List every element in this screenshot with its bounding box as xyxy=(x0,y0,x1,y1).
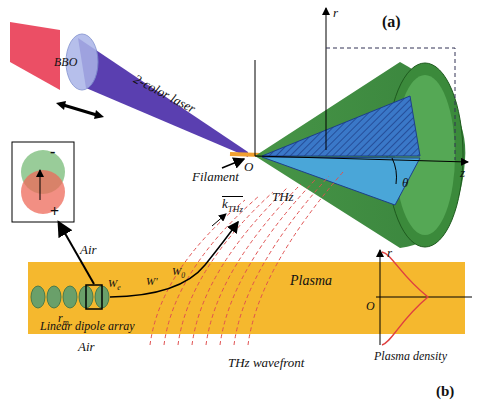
text-label: O xyxy=(244,160,253,173)
text-label: W0 xyxy=(172,266,185,280)
node-text: Plasma xyxy=(290,274,332,288)
text-label: (b) xyxy=(436,384,454,399)
text-label: THz wavefront xyxy=(228,356,304,369)
node-text: Linear dipole array xyxy=(40,320,135,332)
text-label: W' xyxy=(146,276,158,287)
text-label: BBO xyxy=(54,56,77,68)
plasma-band: Linear dipole array Plasma xyxy=(28,262,465,334)
text-label: THz xyxy=(272,190,294,203)
text-label: Filament xyxy=(192,170,239,183)
text-label: r xyxy=(333,6,338,19)
text-label: O xyxy=(366,300,375,312)
node-text: - xyxy=(50,144,55,160)
text-label: kTHz xyxy=(222,196,243,214)
text-label: Plasma density xyxy=(374,350,447,362)
text-label: We xyxy=(108,278,121,292)
text-label: Air xyxy=(80,243,97,256)
text-label: (a) xyxy=(382,14,401,30)
node-text: + xyxy=(50,204,59,220)
dipole-inset: -+rm xyxy=(12,142,74,222)
text-label: Air xyxy=(78,340,95,353)
text-label: z xyxy=(460,166,465,179)
text-label: θ xyxy=(402,176,408,189)
text-label: r xyxy=(387,246,392,259)
